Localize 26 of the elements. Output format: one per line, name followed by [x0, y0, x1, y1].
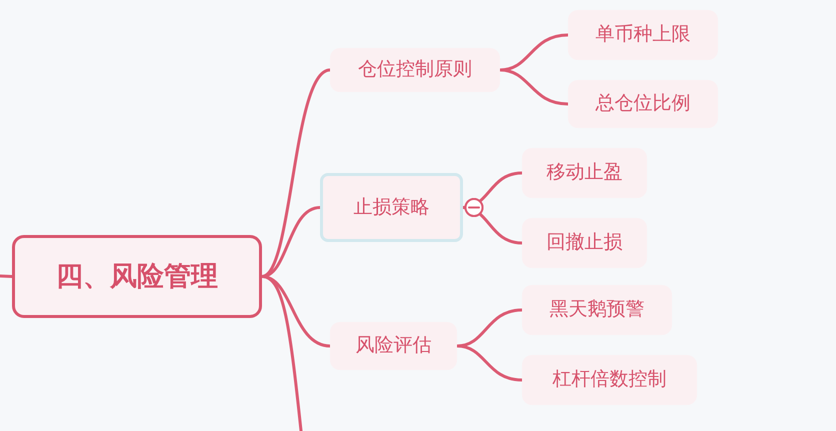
topic-label: 杠杆倍数控制 [552, 368, 666, 392]
topic-label: 四、风险管理 [56, 260, 218, 294]
topic-box [330, 48, 500, 92]
branch-line [456, 344, 524, 382]
branch-line [260, 275, 304, 431]
subtopic-box [522, 218, 647, 268]
branch-line [260, 68, 332, 278]
topic-label: 止损策略 [354, 196, 430, 220]
topic-label: 风险评估 [356, 334, 432, 358]
topic-label: 仓位控制原则 [358, 58, 472, 82]
subtopic-box [568, 10, 718, 60]
branch-line [462, 199, 524, 244]
subtopic-box [522, 148, 647, 198]
topic-label: 回撤止损 [546, 231, 622, 255]
branch-line [0, 274, 14, 278]
branch-line [498, 68, 570, 106]
subtopic-box [522, 285, 672, 335]
topic-label: 移动止盈 [546, 161, 622, 185]
subtopic-box [568, 80, 718, 128]
subtopic-box [522, 355, 697, 405]
central-topic-box [12, 235, 262, 318]
topic-label: 总仓位比例 [596, 92, 690, 116]
topic-label: 黑天鹅预警 [550, 298, 644, 322]
selected-topic-box [320, 173, 463, 242]
topic-label: 单币种上限 [596, 23, 690, 47]
topic-box [330, 322, 457, 370]
